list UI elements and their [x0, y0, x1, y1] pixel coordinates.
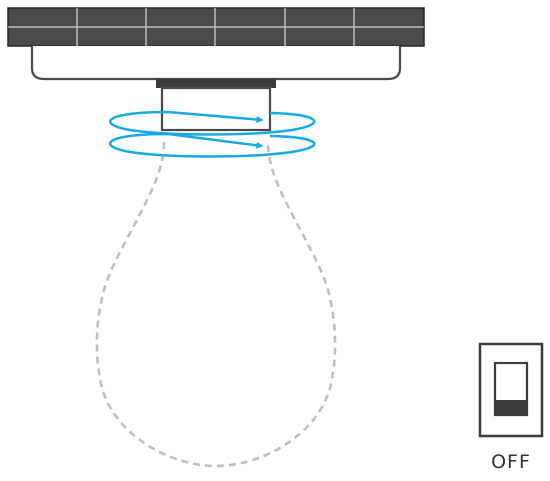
switch-rocker-lower — [495, 400, 527, 415]
socket-body — [160, 86, 272, 132]
wall-switch-icon — [478, 342, 544, 438]
fixture-tray — [30, 46, 402, 81]
lamp-socket-icon — [156, 79, 276, 132]
socket-collar — [156, 79, 276, 88]
clockwise-rotation-arrow-icon — [108, 110, 316, 158]
ceiling-light-fixture-icon — [7, 7, 425, 81]
switch-state-label: OFF — [491, 451, 531, 473]
rotation-arrow-upper — [108, 110, 316, 136]
fixture-panel-seams — [76, 8, 355, 46]
light-bulb-icon — [95, 141, 337, 468]
rotation-arrow-lower — [108, 132, 316, 158]
